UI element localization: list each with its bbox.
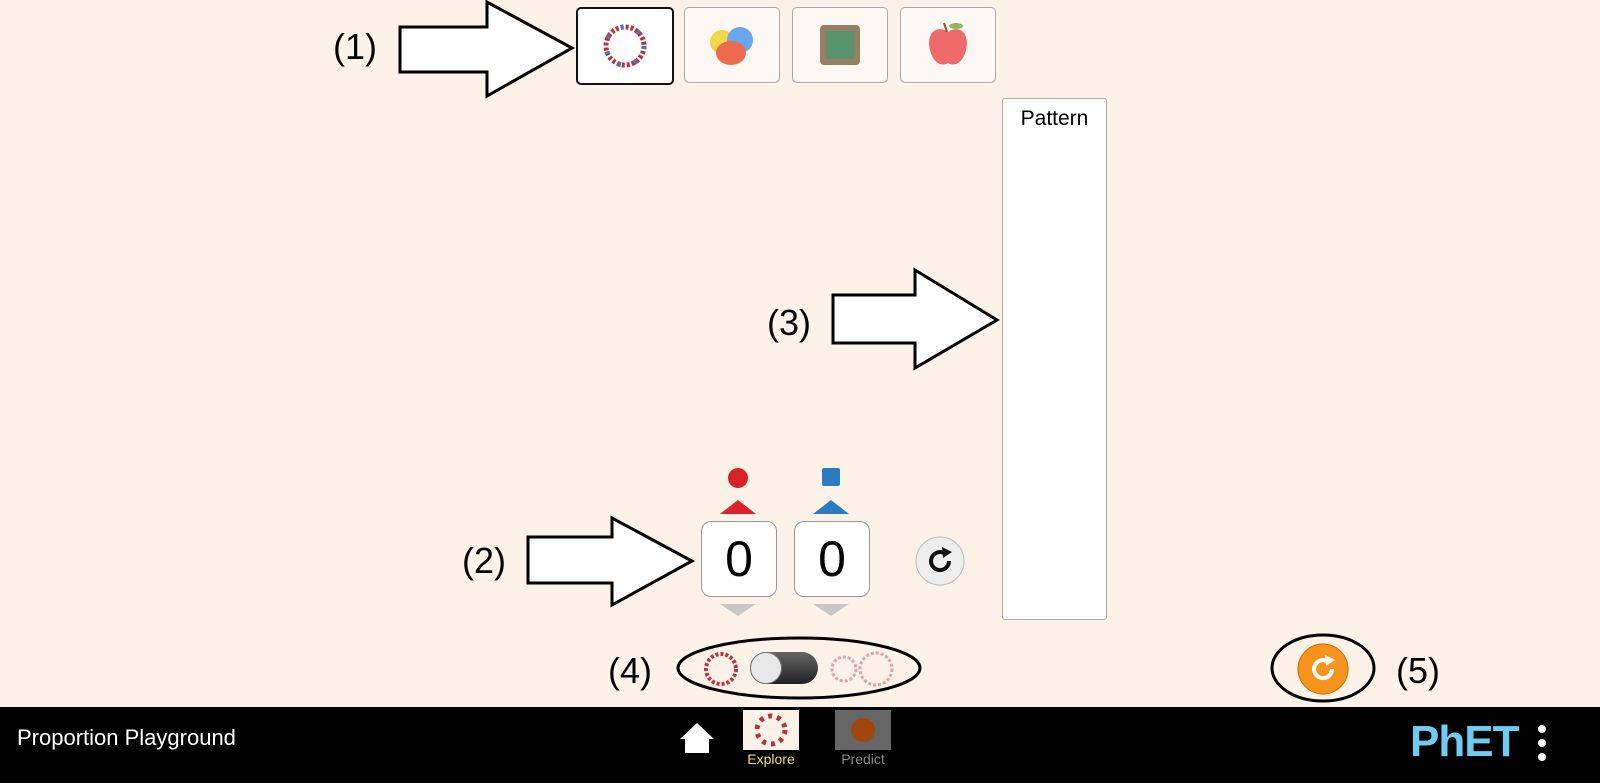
predict-screen-icon[interactable] [835,710,891,750]
scene-necklace-button[interactable] [576,7,674,85]
pattern-title: Pattern [1020,107,1089,130]
blue-decrement-button[interactable] [811,602,851,618]
highlight-5 [1270,633,1376,703]
arrow-3 [831,267,1000,371]
annotation-2: (2) [462,540,506,581]
annotation-1: (1) [333,26,377,67]
scene-apples-button[interactable] [900,7,996,83]
annotation-5: (5) [1396,650,1440,691]
explore-tab-label[interactable]: Explore [747,751,795,767]
reset-all-button[interactable] [1296,642,1350,696]
arrow-1 [398,0,576,99]
red-increment-button[interactable] [718,498,758,516]
predict-tab-label[interactable]: Predict [841,751,885,767]
paint-balloons-icon [710,27,753,65]
arrow-2 [526,515,696,608]
billiards-table-icon [820,25,860,65]
toggle-knob[interactable] [750,652,782,684]
blue-count-display: 0 [794,521,870,597]
annotation-4: (4) [608,650,652,691]
view-toggle-switch[interactable] [750,652,818,684]
refresh-pattern-button[interactable] [912,536,968,586]
double-necklace-icon [830,651,894,687]
scene-billiards-button[interactable] [792,7,888,83]
navigation-bar: Proportion Playground Explore Predict Ph… [0,707,1600,783]
necklace-icon [603,24,647,68]
highlight-4 [676,636,922,700]
blue-increment-button[interactable] [811,498,851,516]
pattern-panel: Pattern [1002,98,1107,620]
menu-dots-icon[interactable] [1534,721,1550,771]
red-count-display: 0 [701,521,777,597]
sim-title: Proportion Playground [17,725,236,750]
red-decrement-button[interactable] [718,602,758,618]
apple-icon [929,22,967,65]
blue-bead-icon [822,468,840,486]
annotation-3: (3) [767,302,811,343]
red-bead-icon [728,468,748,488]
home-button[interactable] [678,721,716,755]
phet-logo[interactable]: PhET [1410,717,1519,766]
explore-screen-icon[interactable] [743,710,799,750]
single-necklace-icon [704,652,738,686]
scene-paint-button[interactable] [684,7,780,83]
